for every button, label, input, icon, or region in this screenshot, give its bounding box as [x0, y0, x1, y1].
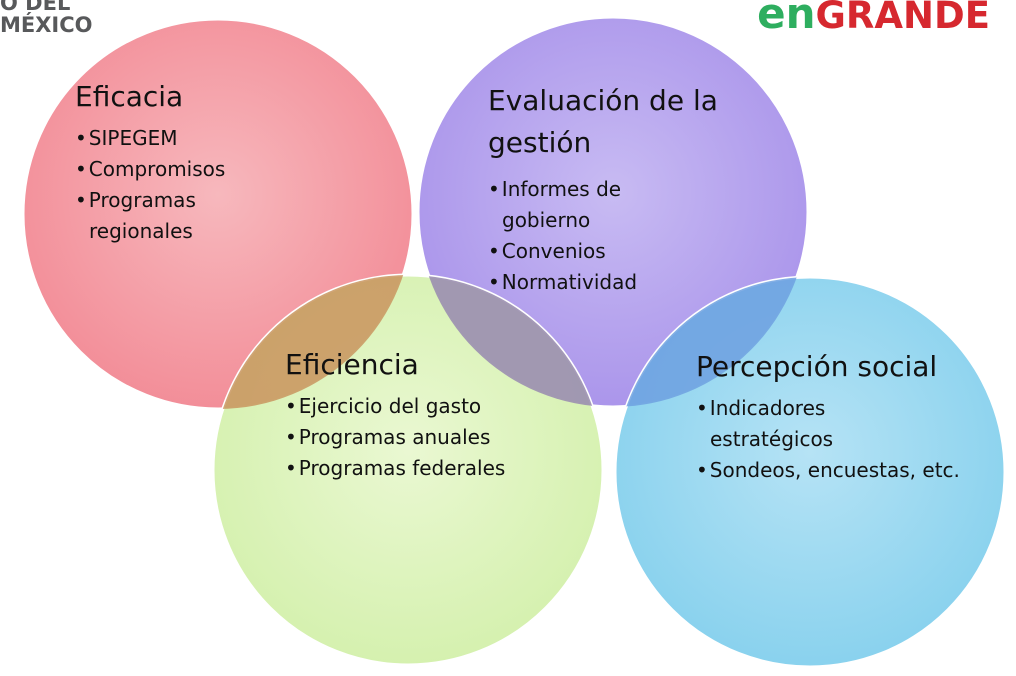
overlap-evaluacion-eficiencia [418, 275, 603, 407]
eficiencia-list: Ejercicio del gasto Programas anuales Pr… [285, 391, 555, 484]
right-logo-prefix: en [757, 0, 816, 38]
percepcion-title: Percepción social [696, 350, 938, 383]
evaluacion-block: Evaluación de la gestión Informes de gob… [488, 80, 748, 298]
eficacia-title: Eficacia [75, 80, 184, 113]
evaluacion-item: Normatividad [488, 267, 748, 298]
percepcion-item: Sondeos, encuestas, etc. [696, 455, 970, 486]
eficacia-item: SIPEGEM [75, 123, 265, 154]
left-logo-line1: O DEL [0, 0, 71, 15]
evaluacion-item: Convenios [488, 236, 748, 267]
overlap-eficacia-eficiencia [213, 275, 413, 409]
percepcion-item: Indicadores estratégicos [696, 393, 870, 455]
eficiencia-block: Eficiencia Ejercicio del gasto Programas… [285, 348, 555, 484]
left-logo: O DEL MÉXICO [0, 0, 93, 36]
evaluacion-item: Informes de gobierno [488, 174, 652, 236]
eficiencia-item: Programas federales [285, 453, 555, 484]
eficacia-block: Eficacia SIPEGEM Compromisos Programas r… [75, 80, 265, 247]
eficacia-item: Programas regionales [75, 185, 229, 247]
percepcion-block: Percepción social Indicadores estratégic… [696, 350, 966, 486]
right-logo: enGRANDE [757, 0, 990, 39]
right-logo-word: GRANDE [815, 0, 990, 37]
percepcion-list: Indicadores estratégicos Sondeos, encues… [696, 393, 966, 486]
evaluacion-title: Evaluación de la gestión [488, 84, 718, 159]
eficiencia-item: Ejercicio del gasto [285, 391, 555, 422]
left-logo-line2: MÉXICO [0, 13, 93, 37]
eficacia-list: SIPEGEM Compromisos Programas regionales [75, 123, 265, 247]
eficiencia-title: Eficiencia [285, 348, 419, 381]
evaluacion-list: Informes de gobierno Convenios Normativi… [488, 174, 748, 298]
eficiencia-item: Programas anuales [285, 422, 555, 453]
overlap-evaluacion-percepcion [615, 277, 808, 407]
eficacia-item: Compromisos [75, 154, 265, 185]
